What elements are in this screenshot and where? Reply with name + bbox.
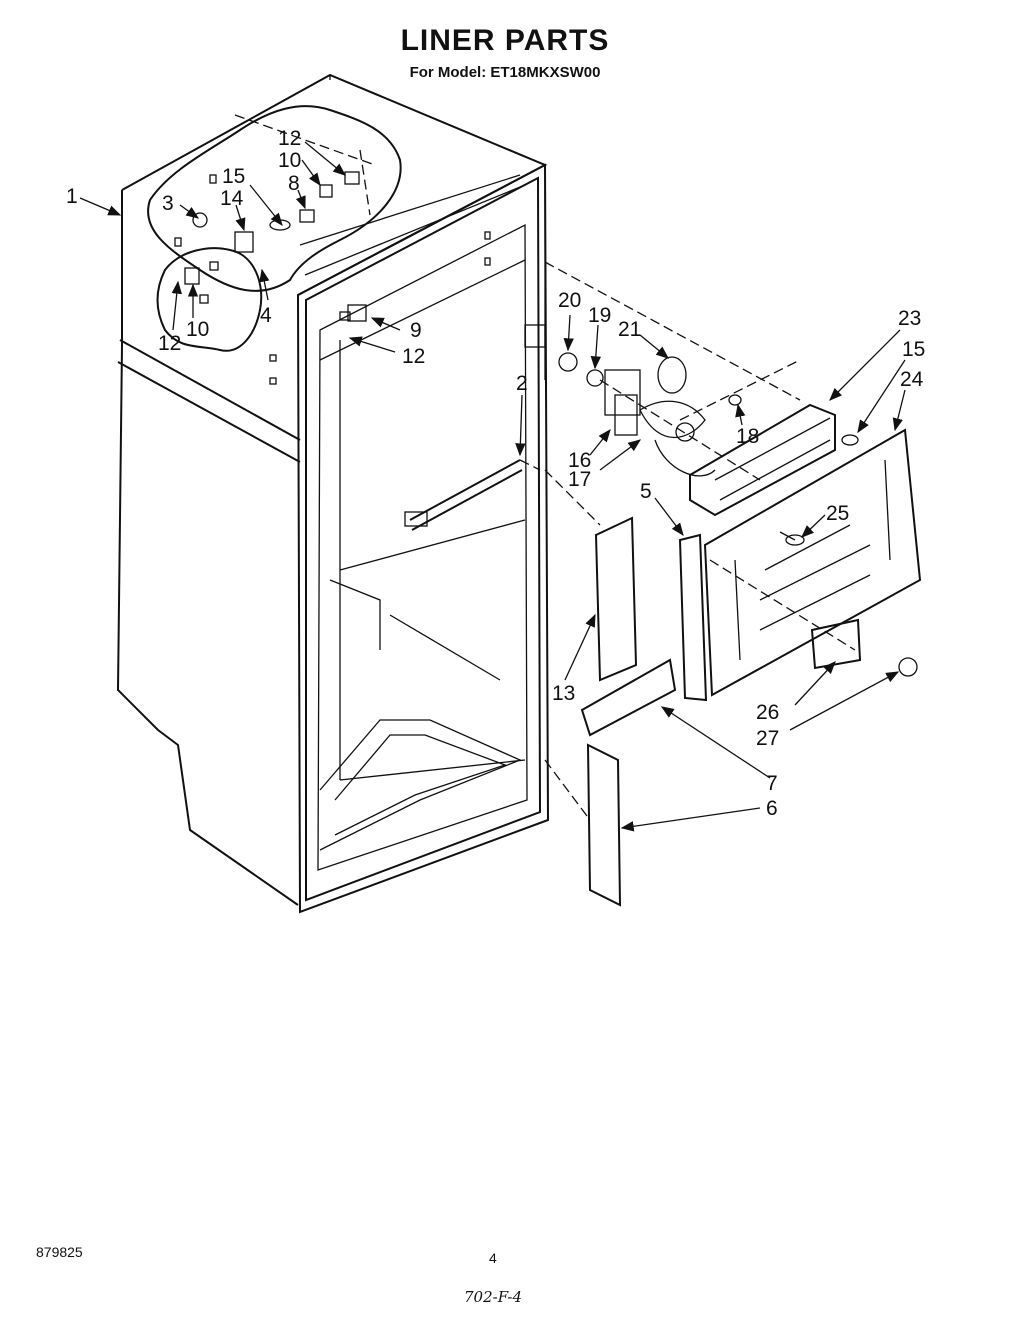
callout-12: 12 — [278, 127, 301, 150]
part-18-clip — [728, 394, 742, 406]
callout-10-lower: 10 — [186, 318, 209, 341]
callout-4: 4 — [260, 304, 272, 327]
alignment-lines — [234, 114, 856, 821]
callout-12-lower: 12 — [158, 332, 181, 355]
callout-1: 1 — [66, 185, 78, 208]
callout-9: 9 — [410, 319, 422, 342]
part-25-screw — [779, 531, 805, 546]
part-13-insulation — [594, 516, 638, 682]
part-2-rod — [404, 459, 523, 531]
part-6-insulation — [586, 743, 622, 907]
callout-27: 27 — [756, 727, 779, 750]
part-23-grille — [689, 403, 836, 517]
callout-19: 19 — [588, 304, 611, 327]
part-number: 879825 — [36, 1244, 83, 1260]
leader-lines — [79, 141, 906, 832]
callout-18: 18 — [736, 425, 759, 448]
callout-7: 7 — [766, 772, 778, 795]
liner-frame — [296, 163, 550, 914]
callout-15: 15 — [222, 165, 245, 188]
callout-13: 13 — [552, 682, 575, 705]
fan-motor-assembly — [558, 352, 716, 477]
callout-16: 16 — [568, 449, 591, 472]
callout-15-right: 15 — [902, 338, 925, 361]
callout-12-frame: 12 — [402, 345, 425, 368]
part-7-bracket — [580, 658, 677, 737]
callout-5: 5 — [640, 480, 652, 503]
part-15-screw — [841, 434, 859, 446]
callout-10: 10 — [278, 149, 301, 172]
callout-20: 20 — [558, 289, 581, 312]
callout-6: 6 — [766, 797, 778, 820]
callout-8: 8 — [288, 172, 300, 195]
model-subtitle: For Model: ET18MKXSW00 — [409, 64, 601, 81]
callout-labels: 1 3 14 15 12 10 8 4 12 10 9 12 2 20 19 2… — [66, 127, 925, 820]
part-27-plug — [898, 657, 918, 677]
upper-cutaway-parts — [184, 171, 367, 322]
part-5-strip — [678, 533, 708, 702]
page-title: LINER PARTS — [400, 24, 610, 57]
callout-3: 3 — [162, 192, 174, 215]
cutaway-lower — [156, 247, 263, 352]
callout-26: 26 — [756, 701, 779, 724]
part-24-cover-panel — [703, 428, 922, 697]
handwritten-note: 702-F-4 — [464, 1288, 523, 1306]
part-26-plate — [810, 618, 862, 670]
callout-24: 24 — [900, 368, 924, 391]
cutaway-upper — [147, 105, 402, 292]
page-number: 4 — [489, 1250, 497, 1266]
shell-fasteners — [174, 174, 546, 385]
callout-17: 17 — [568, 468, 591, 491]
callout-21: 21 — [618, 318, 641, 341]
callout-25: 25 — [826, 502, 849, 525]
callout-14: 14 — [220, 187, 244, 210]
callout-2: 2 — [516, 372, 528, 395]
callout-23: 23 — [898, 307, 921, 330]
